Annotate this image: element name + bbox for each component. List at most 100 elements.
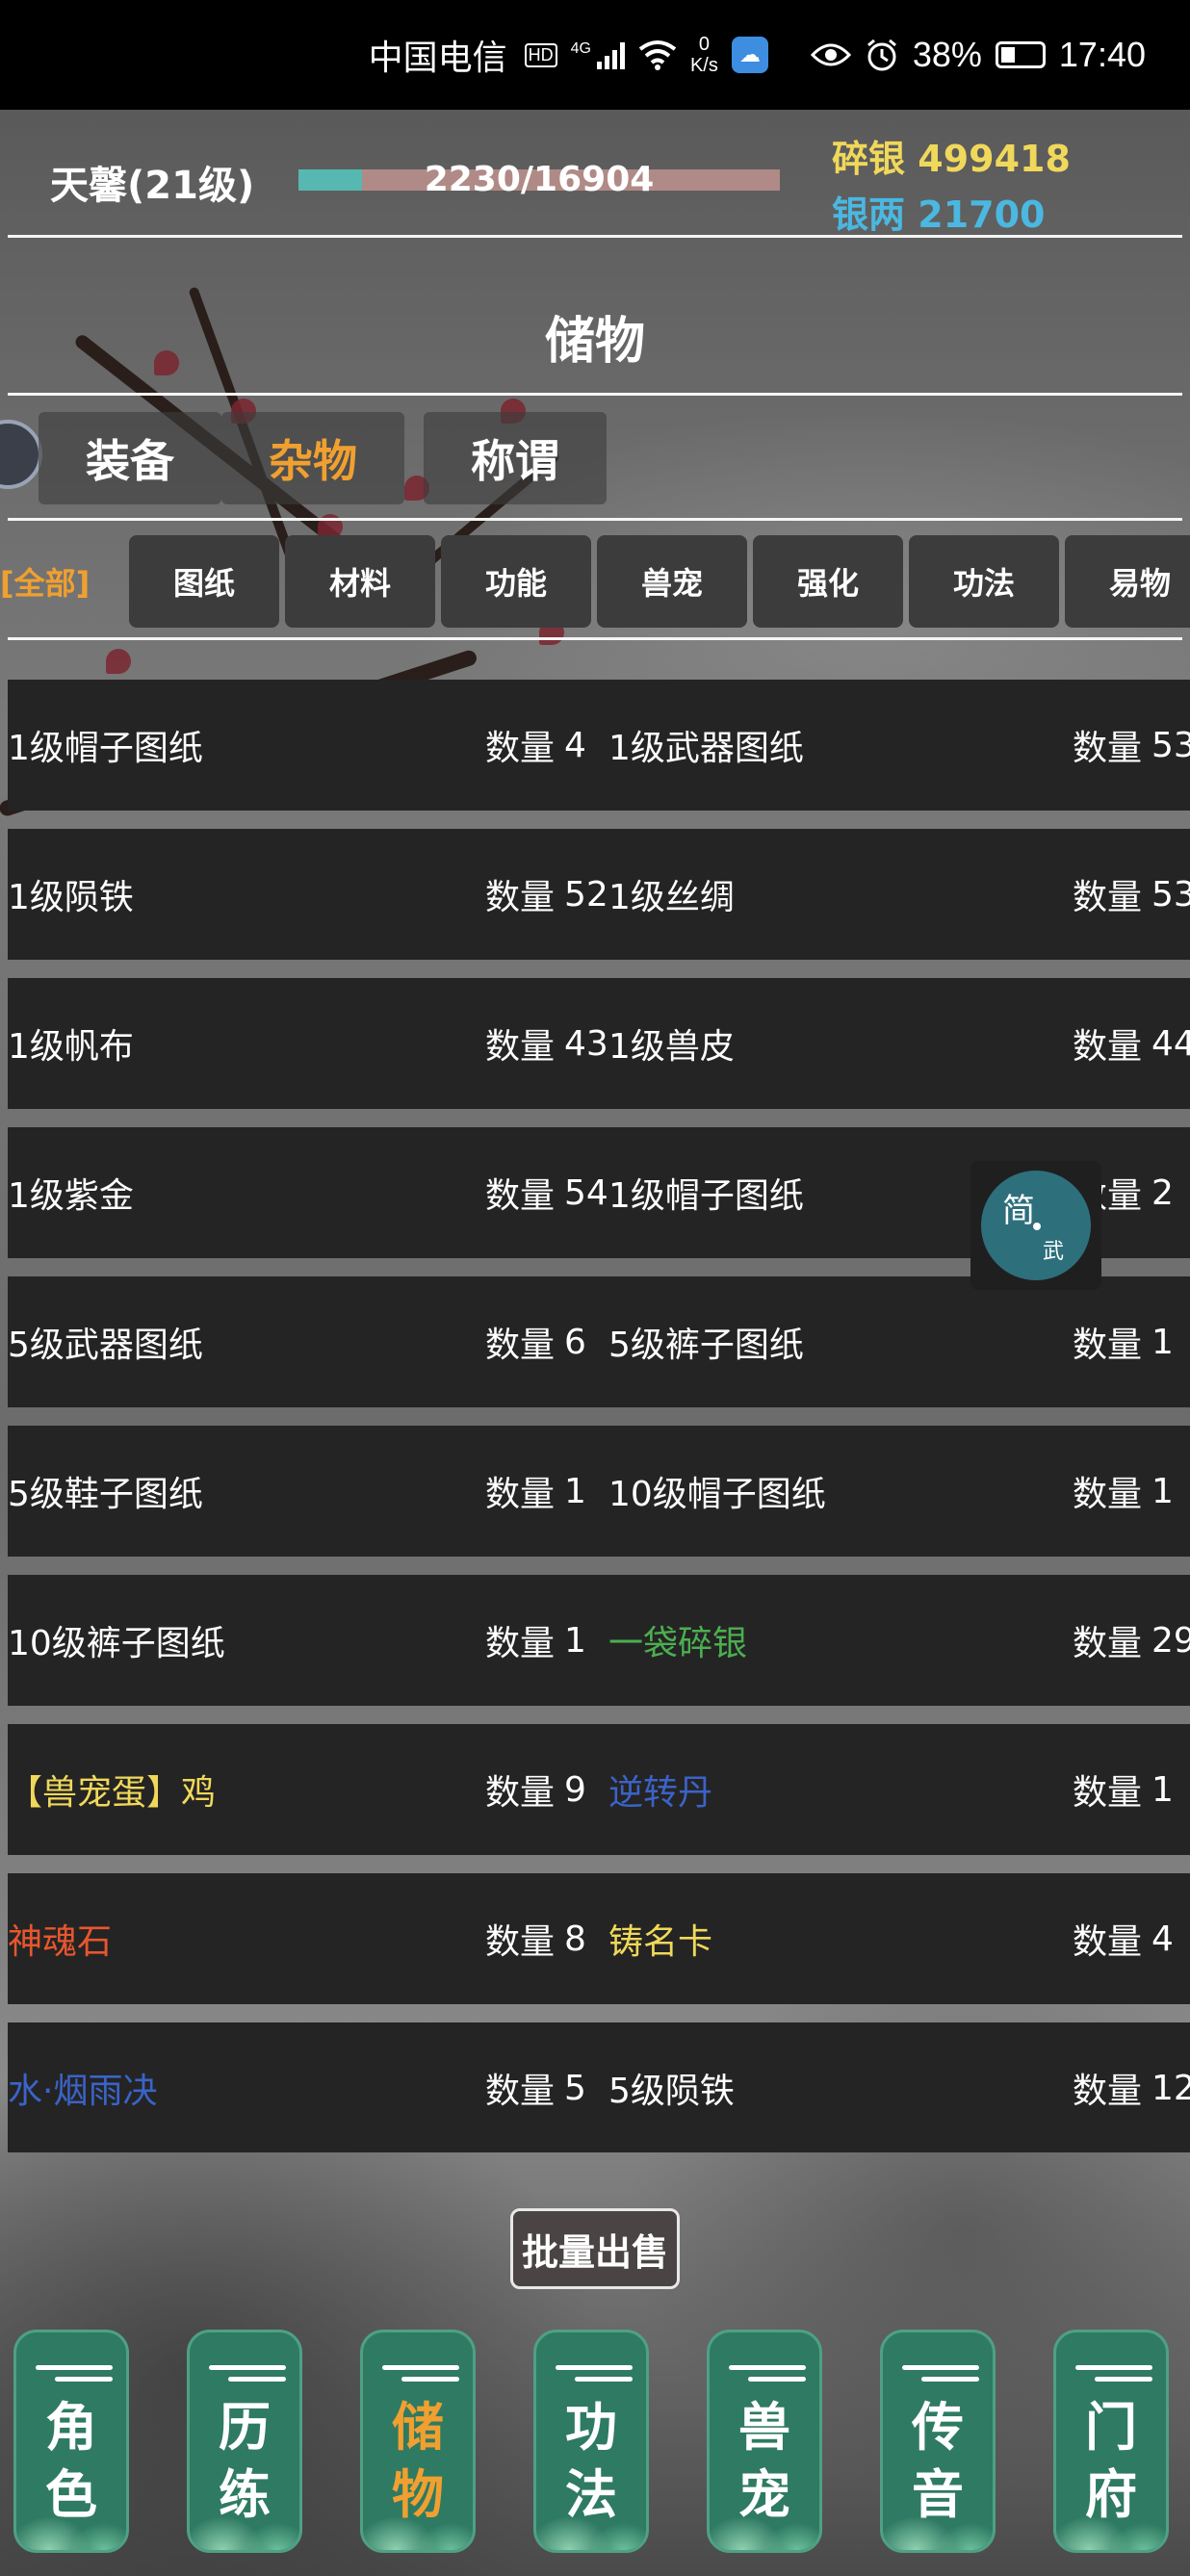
item-name[interactable]: 1级丝绸 (608, 878, 735, 917)
quantity-label: 数量 (1073, 1624, 1143, 1663)
filter-enhance[interactable]: 强化 (753, 535, 903, 628)
nav-label-line1: 门 (1085, 2396, 1137, 2458)
tael-value: 21700 (918, 193, 1046, 236)
speed-value: 0 (698, 34, 710, 55)
quantity-label: 数量 (1073, 1922, 1143, 1962)
filter-skill[interactable]: 功法 (909, 535, 1059, 628)
quantity-value: 4 (564, 725, 586, 765)
blossom (106, 649, 131, 674)
item-name[interactable]: 1级紫金 (8, 1176, 134, 1216)
quantity-value: 2 (1151, 1172, 1174, 1213)
item-name[interactable]: 5级裤子图纸 (608, 1326, 804, 1365)
item-name[interactable]: 1级帽子图纸 (608, 1176, 804, 1216)
item-name[interactable]: 5级武器图纸 (8, 1326, 203, 1365)
tab-titles[interactable]: 称谓 (424, 412, 607, 504)
battery-icon (995, 41, 1046, 68)
item-name[interactable]: 1级兽皮 (608, 1027, 735, 1067)
nav-messages-button[interactable]: 传音 (880, 2330, 996, 2553)
tab-equipment[interactable]: 装备 (39, 412, 221, 504)
nav-label-line2: 练 (219, 2463, 271, 2525)
quantity-value: 1 (564, 1620, 586, 1661)
divider (8, 235, 1182, 238)
item-name[interactable]: 1级陨铁 (8, 878, 134, 917)
exp-fill (298, 169, 362, 191)
item-name[interactable]: 10级裤子图纸 (8, 1624, 225, 1663)
item-name[interactable]: 铸名卡 (608, 1922, 713, 1962)
nav-pets-button[interactable]: 兽宠 (707, 2330, 822, 2553)
nav-label-line2: 法 (565, 2463, 617, 2525)
filter-all[interactable]: [全部] (0, 565, 91, 602)
quantity-label: 数量 (485, 1922, 556, 1962)
cloud-app-icon: ☁ (731, 37, 768, 73)
exp-text: 2230/16904 (424, 160, 655, 199)
filter-function[interactable]: 功能 (441, 535, 591, 628)
nav-label-line2: 府 (1085, 2463, 1137, 2525)
divider (8, 518, 1182, 521)
nav-label-line2: 宠 (738, 2463, 790, 2525)
item-name[interactable]: 神魂石 (8, 1922, 113, 1962)
tael-currency: 银两 21700 (832, 185, 1045, 238)
nav-training-button[interactable]: 历练 (187, 2330, 302, 2553)
item-name[interactable]: 5级陨铁 (608, 2072, 735, 2111)
signal-icon: 4G (571, 40, 625, 69)
blossom (154, 350, 179, 375)
item-name[interactable]: 【兽宠蛋】鸡 (8, 1773, 217, 1813)
nav-sect-button[interactable]: 门府 (1053, 2330, 1169, 2553)
nav-label-line1: 角 (45, 2396, 97, 2458)
floating-assistant-button[interactable]: 简 武 (970, 1161, 1101, 1290)
item-name[interactable]: 逆转丹 (608, 1773, 713, 1813)
quantity-value: 1 (1151, 1471, 1174, 1511)
item-name[interactable]: 10级帽子图纸 (608, 1475, 826, 1514)
status-bar: 中国电信 HD 4G 0 K/s ☁ 38% 17:40 (0, 0, 1190, 110)
nav-label-line1: 传 (912, 2396, 964, 2458)
item-name[interactable]: 5级鞋子图纸 (8, 1475, 203, 1514)
filter-trade[interactable]: 易物 (1065, 535, 1190, 628)
nav-skills-button[interactable]: 功法 (533, 2330, 649, 2553)
item-name[interactable]: 1级武器图纸 (608, 729, 804, 768)
item-name[interactable]: 1级帆布 (8, 1027, 134, 1067)
quantity-label: 数量 (485, 878, 556, 917)
item-name[interactable]: 一袋碎银 (608, 1624, 748, 1663)
batch-sell-button[interactable]: 批量出售 (510, 2208, 680, 2289)
item-name[interactable]: 1级帽子图纸 (8, 729, 203, 768)
silver-label: 碎银 (832, 138, 906, 180)
assistant-logo-icon: 简 武 (981, 1171, 1091, 1280)
quantity-value: 1 (1151, 1322, 1174, 1362)
quantity-value: 4 (1151, 1919, 1174, 1959)
tab-misc[interactable]: 杂物 (221, 412, 404, 504)
nav-label-line2: 物 (392, 2463, 444, 2525)
quantity-value: 43 (564, 1023, 608, 1064)
silver-currency: 碎银 499418 (832, 129, 1071, 182)
quantity-label: 数量 (485, 1624, 556, 1663)
filter-material[interactable]: 材料 (285, 535, 435, 628)
filter-pet[interactable]: 兽宠 (597, 535, 747, 628)
quantity-label: 数量 (1073, 1773, 1143, 1813)
quantity-value: 44 (1151, 1023, 1190, 1064)
nav-label-line1: 兽 (738, 2396, 790, 2458)
hd-badge: HD (524, 42, 557, 67)
item-name[interactable]: 水·烟雨决 (8, 2072, 158, 2111)
nav-character-button[interactable]: 角色 (13, 2330, 129, 2553)
quantity-label: 数量 (1073, 2072, 1143, 2111)
nav-storage-button[interactable]: 储物 (360, 2330, 476, 2553)
filter-blueprint[interactable]: 图纸 (129, 535, 279, 628)
quantity-label: 数量 (485, 1176, 556, 1216)
